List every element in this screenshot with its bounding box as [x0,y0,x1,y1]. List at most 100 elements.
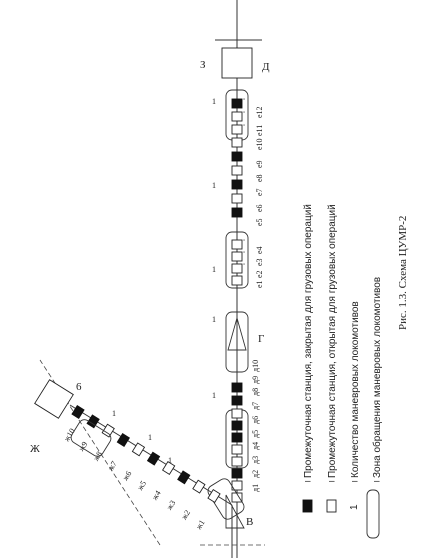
legend-zone-dash: – [374,476,380,487]
legend-open-text: Промежуточная станция, открытая для груз… [327,204,338,478]
e-station-label: e4 [255,246,264,254]
e-station-label: e12 [255,106,264,118]
open-station-branch [101,423,115,438]
zone-count-main-d: 1 [212,315,216,324]
legend-zone-text: Зона обращения маневровых локомотивов [371,277,383,478]
legend-zone-symbol [366,489,380,539]
station-zh-label: Ж [30,443,40,455]
legend-loco-count-value: 1 [349,504,360,510]
zh-station-label: ж4 [150,489,163,503]
e-station-label: e11 [255,125,264,136]
station-6-label: 6 [76,381,82,393]
legend-open-dash: – [329,476,335,487]
zh-station-label: ж9 [76,440,89,454]
zone-count-main-c: 1 [212,265,216,274]
station-z-label: З [200,59,206,71]
e-station-label: e6 [255,204,264,212]
shunting-zone-v [207,478,245,520]
zone-count-main-b: 1 [212,181,216,190]
zone-count-diag-b: 1 [148,433,152,442]
station-g-triangle [227,316,247,351]
station-6-box [34,379,74,419]
station-v-triangle [225,494,245,529]
e-station-label: e10 [255,138,264,150]
e-station-label: e3 [255,258,264,266]
closed-station-main [231,98,243,109]
d-station-label: д3 [251,456,260,464]
d-station-label: д6 [251,416,260,424]
closed-station-main [231,468,243,479]
legend-closed-dash: – [305,476,311,487]
legend-open-symbol [326,499,337,513]
open-station-main [231,239,243,250]
d-station-label: д1 [251,484,260,492]
closed-station-main [231,395,243,406]
e-station-label: e5 [255,218,264,226]
open-station-main [231,251,243,262]
d-station-label: д9 [251,376,260,384]
station-z-box [221,47,253,79]
closed-station-branch [86,414,100,429]
open-station-main [231,137,243,148]
zh-station-label: ж3 [164,499,177,513]
legend-loco-count-text: Количество маневровых локомотивов [350,301,361,478]
shunting-zone-middle [225,231,249,289]
station-v-label: В [246,516,253,528]
zone-count-diag-a: 1 [112,409,116,418]
d-station-label: д5 [251,430,260,438]
closed-station-main [231,432,243,443]
branch-line-dashed [39,359,161,546]
e-station-label: e7 [255,188,264,196]
open-station-main [231,165,243,176]
closed-station-branch [71,405,85,419]
open-station-main [231,444,243,455]
figure-caption: Рис. 1.3. Схема ЦУМР-2 [397,216,409,330]
open-station-branch [162,461,176,475]
open-station-main [231,124,243,135]
d-station-label: д10 [251,360,260,372]
open-station-main [231,492,243,503]
legend-closed-text: Промежуточная станция, закрытая для груз… [303,204,314,478]
closed-station-main [231,207,243,218]
legend-loco-count-dash: – [352,476,358,487]
d-station-label: д4 [251,442,260,450]
zh-station-label: ж10 [62,427,77,444]
e-station-label: e2 [255,270,264,278]
d-station-label: д2 [251,470,260,478]
zh-station-label: ж1 [194,518,207,532]
d-station-label: д8 [251,388,260,396]
closed-station-main [231,179,243,190]
open-station-branch [131,442,146,457]
e-station-label: e8 [255,174,264,182]
open-station-branch [207,489,221,503]
closed-station-main [231,420,243,431]
d-station-labels: д1 д2 д3 д4 д5 д6 д7 д8 д9 д10 [251,360,260,492]
e-station-label: e9 [255,160,264,168]
closed-station-main [231,151,243,162]
zh-station-label: ж7 [106,460,119,474]
zh-station-label: ж5 [135,479,148,493]
e-station-labels: e1 e2 e3 e4 e5 e6 e7 e8 e9 e10 e11 e12 [255,106,264,288]
open-station-main [231,275,243,286]
open-station-main [231,408,243,419]
closed-station-branch [116,433,130,447]
branch-line-stations [71,405,221,503]
shunting-zone-branch-top [70,419,112,457]
open-station-main [231,456,243,467]
zone-count-main-e: 1 [212,391,216,400]
closed-station-branch [177,470,191,485]
shunting-zone-g [225,311,249,373]
station-g-label: Г [258,333,264,345]
e-station-label: e1 [255,280,264,288]
closed-station-branch [146,451,161,466]
main-line-stations [231,98,245,503]
d-station-label: д7 [251,402,260,410]
zh-station-label: ж2 [179,508,192,522]
open-station-main [231,193,243,204]
zone-count-main-a: 1 [212,97,216,106]
station-d-label: Д [262,61,270,73]
open-station-main [231,111,243,122]
zone-count-diag-c: 1 [168,456,172,465]
zh-station-label: ж6 [120,469,133,483]
